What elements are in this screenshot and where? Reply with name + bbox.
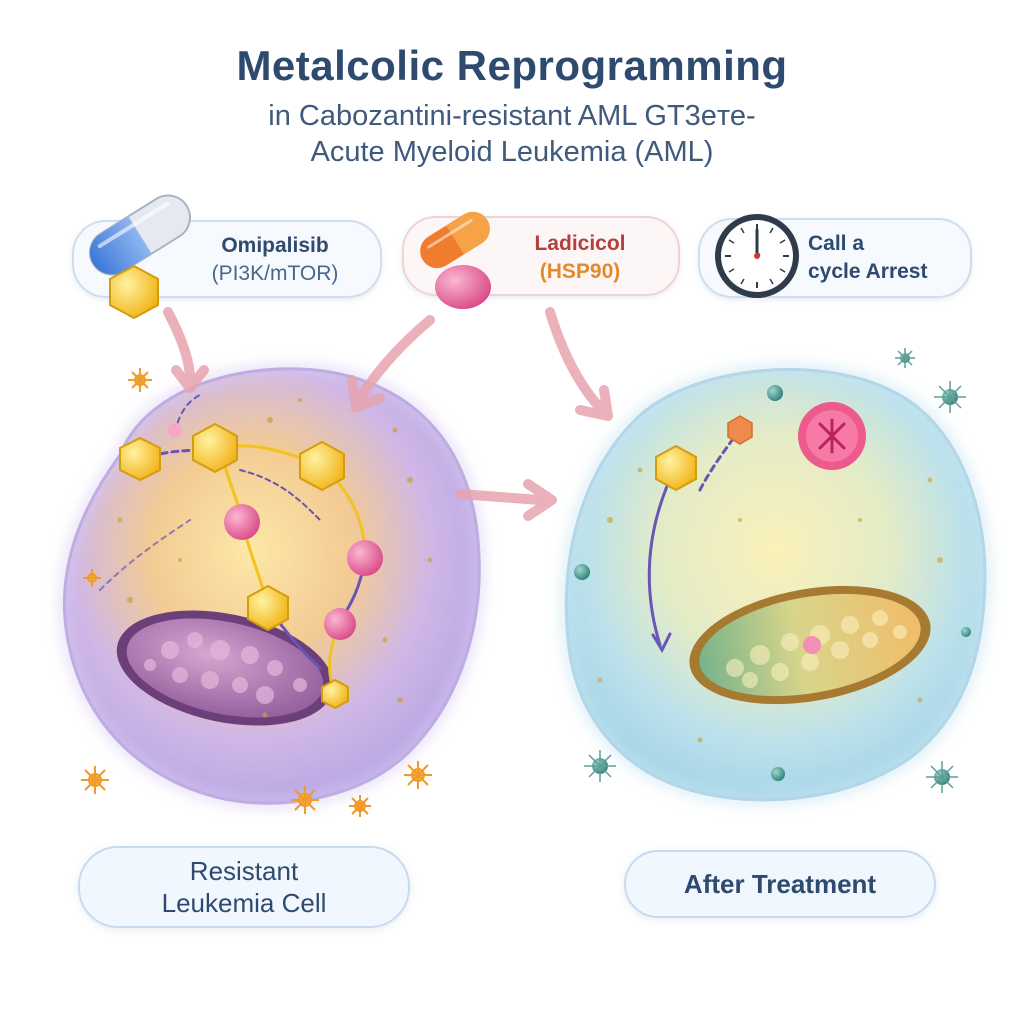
protein-spheres-left <box>168 423 383 640</box>
teal-particles-right <box>574 348 971 793</box>
mitochondrion-left <box>116 610 334 726</box>
capsule-icon <box>89 194 191 276</box>
resistant-cell-label-line2: Leukemia Cell <box>161 888 327 918</box>
inhibited-target-icon <box>798 402 866 470</box>
pill-icon <box>420 211 490 269</box>
particles-right <box>597 467 943 743</box>
mitochondrion-right <box>689 585 931 705</box>
resistant-leukemia-cell <box>57 361 487 811</box>
omipalisib-name: Omipalisib <box>221 234 329 257</box>
resistant-cell-label: Resistant Leukemia Cell <box>78 846 410 928</box>
tablet-icon <box>435 265 491 309</box>
sparkle-marks-left <box>81 368 432 817</box>
cell-cycle-arrest-line1: Call a <box>808 232 865 255</box>
treated-leukemia-cell <box>559 362 993 807</box>
cell-cycle-arrest-line2: cycle Arrest <box>808 260 928 283</box>
metabolite-hexagon-right <box>655 415 753 492</box>
omipalisib-target: (PI3K/mTOR) <box>211 262 339 285</box>
ladicicol-target: (HSP90) <box>539 260 621 283</box>
resistant-cell-label-line1: Resistant <box>189 856 299 886</box>
flow-arrows <box>163 307 613 521</box>
cell-cycle-arrest-label: Call a cycle Arrest <box>808 230 963 286</box>
metabolite-hexagons-left <box>119 422 349 710</box>
omipalisib-label: Omipalisib (PI3K/mTOR) <box>180 232 370 288</box>
clock-icon <box>715 214 799 298</box>
diagram-subtitle-line1: in Cabozantini-resistant AML GT3eте- <box>268 100 756 132</box>
particles-left <box>117 398 433 718</box>
diagram-subtitle-line2: Acute Myeloid Leukemia (AML) <box>310 136 714 168</box>
diagram-title: Metalcolic Reprogramming <box>236 42 788 89</box>
after-treatment-text: After Treatment <box>683 869 877 899</box>
ladicicol-name: Ladicicol <box>534 232 626 255</box>
hexagon-molecule-icon <box>109 264 159 320</box>
ladicicol-label: Ladicicol (HSP90) <box>495 230 665 286</box>
signaling-pathway-right <box>647 430 740 654</box>
after-treatment-label: After Treatment <box>624 850 936 918</box>
